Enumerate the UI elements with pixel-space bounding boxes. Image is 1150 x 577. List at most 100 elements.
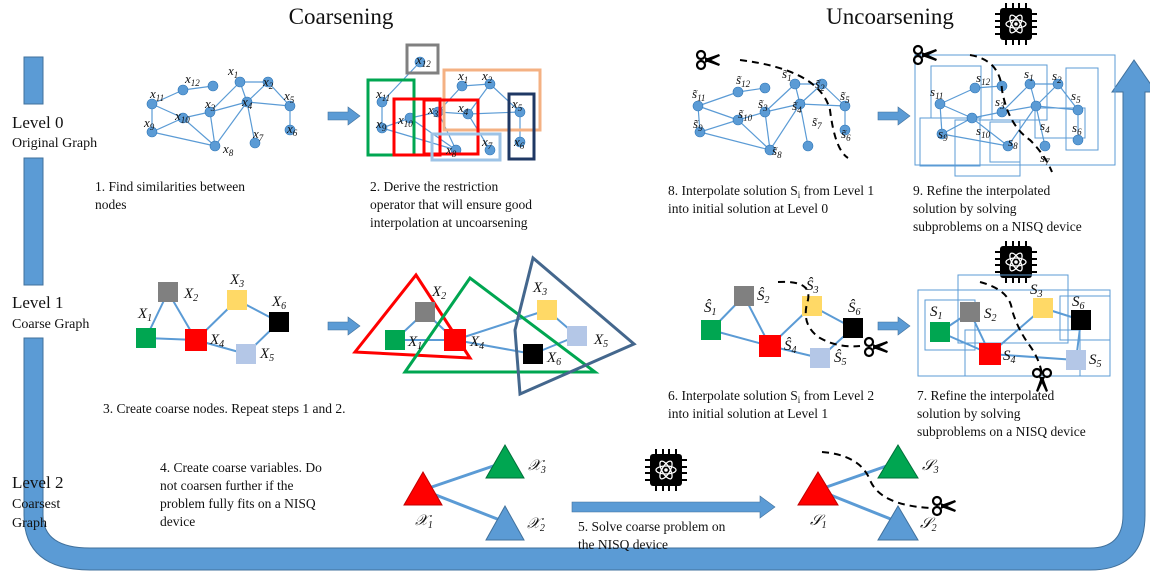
svg-text:2. Derive the restriction: 2. Derive the restriction bbox=[370, 179, 498, 194]
interpolated-graph-level1: Ŝ1 Ŝ2 Ŝ3 Ŝ4 Ŝ5 Ŝ6 bbox=[701, 277, 863, 368]
svg-text:𝒮3: 𝒮3 bbox=[922, 458, 939, 476]
svg-text:s̃5: s̃5 bbox=[840, 88, 850, 105]
svg-text:Ŝ6: Ŝ6 bbox=[848, 299, 861, 318]
svg-text:X2: X2 bbox=[183, 286, 198, 304]
svg-text:x10: x10 bbox=[174, 108, 190, 125]
svg-text:X1: X1 bbox=[137, 306, 152, 324]
svg-text:x2: x2 bbox=[481, 68, 493, 85]
svg-text:1. Find similarities between: 1. Find similarities between bbox=[95, 179, 245, 194]
flow-arrow bbox=[23, 56, 1150, 571]
coarse-restriction-graph: X2 X1 X4 X3 X5 X6 bbox=[352, 255, 637, 397]
svg-text:s5: s5 bbox=[1071, 88, 1081, 105]
svg-text:interpolation at uncoarsening: interpolation at uncoarsening bbox=[370, 215, 528, 230]
svg-text:s11: s11 bbox=[930, 84, 943, 101]
restriction-graph: x12 x11 x9 x10 x3 x1 x2 x4 x5 x6 x7 x8 bbox=[366, 43, 542, 162]
svg-text:𝒮2: 𝒮2 bbox=[920, 516, 937, 534]
scissors-icon bbox=[863, 336, 890, 358]
scissors-icon bbox=[931, 495, 958, 517]
svg-text:7. Refine the interpolated: 7. Refine the interpolated bbox=[917, 388, 1054, 403]
svg-text:x8: x8 bbox=[445, 142, 457, 159]
svg-text:Original Graph: Original Graph bbox=[12, 136, 97, 151]
svg-text:S4: S4 bbox=[1003, 348, 1016, 366]
caption-step-1: 1. Find similarities between nodes bbox=[95, 179, 245, 212]
svg-text:s̃12: s̃12 bbox=[736, 72, 751, 89]
svg-text:x7: x7 bbox=[252, 126, 264, 143]
svg-text:nodes: nodes bbox=[95, 197, 127, 212]
svg-text:Level 1: Level 1 bbox=[12, 293, 63, 312]
svg-text:𝒳2: 𝒳2 bbox=[527, 516, 545, 534]
svg-text:S5: S5 bbox=[1089, 352, 1102, 370]
svg-text:Ŝ4: Ŝ4 bbox=[784, 337, 797, 356]
interpolated-graph-level0: s̃11 s̃12 s̃1 s̃2 s̃3 s̃4 s̃5 s̃6 s̃7 s̃… bbox=[692, 59, 851, 160]
svg-text:4. Create coarse variables. Do: 4. Create coarse variables. Do bbox=[160, 460, 322, 475]
svg-text:S6: S6 bbox=[1072, 294, 1085, 312]
svg-text:s1: s1 bbox=[1024, 66, 1034, 83]
step-arrow bbox=[327, 106, 911, 336]
svg-text:s̃11: s̃11 bbox=[692, 86, 705, 103]
svg-text:Coarse Graph: Coarse Graph bbox=[12, 317, 89, 332]
svg-text:x5: x5 bbox=[283, 88, 295, 105]
svg-text:x9: x9 bbox=[143, 115, 155, 132]
svg-text:s̃10: s̃10 bbox=[738, 106, 753, 123]
svg-text:X6: X6 bbox=[271, 294, 286, 312]
svg-text:𝒳1: 𝒳1 bbox=[415, 513, 433, 531]
svg-text:s̃7: s̃7 bbox=[812, 114, 822, 131]
scissors-icon bbox=[695, 49, 722, 71]
svg-text:s7: s7 bbox=[1040, 150, 1050, 167]
svg-text:the NISQ device: the NISQ device bbox=[578, 537, 668, 552]
svg-text:Level 2: Level 2 bbox=[12, 473, 63, 492]
svg-text:X4: X4 bbox=[469, 334, 484, 352]
svg-text:9. Refine the interpolated: 9. Refine the interpolated bbox=[913, 183, 1050, 198]
caption-step-9: 9. Refine the interpolated solution by s… bbox=[913, 183, 1082, 234]
svg-text:x1: x1 bbox=[457, 68, 468, 85]
svg-text:s̃2: s̃2 bbox=[815, 76, 825, 93]
svg-text:x11: x11 bbox=[149, 86, 164, 103]
svg-text:Ŝ5: Ŝ5 bbox=[834, 349, 847, 368]
svg-text:x9: x9 bbox=[375, 116, 387, 133]
caption-step-3: 3. Create coarse nodes. Repeat steps 1 a… bbox=[103, 401, 346, 416]
svg-text:not coarsen further if the: not coarsen further if the bbox=[160, 478, 293, 493]
refined-graph-level1: S1 S2 S3 S4 S5 S6 bbox=[917, 274, 1111, 377]
svg-text:x6: x6 bbox=[513, 134, 525, 151]
svg-text:x3: x3 bbox=[204, 96, 216, 113]
svg-text:X5: X5 bbox=[593, 332, 608, 350]
svg-text:X3: X3 bbox=[229, 272, 244, 290]
svg-text:x12: x12 bbox=[184, 71, 200, 88]
caption-step-5: 5. Solve coarse problem on the NISQ devi… bbox=[578, 519, 726, 552]
coarsening-heading: Coarsening bbox=[289, 4, 394, 29]
uncoarsening-heading: Uncoarsening bbox=[826, 4, 954, 29]
svg-text:8. Interpolate solution Si fro: 8. Interpolate solution Si from Level 1 bbox=[668, 183, 874, 200]
svg-text:X3: X3 bbox=[532, 280, 547, 298]
svg-text:s6: s6 bbox=[1072, 120, 1082, 137]
svg-text:s2: s2 bbox=[1052, 68, 1062, 85]
quantum-chip-icon bbox=[994, 2, 1038, 46]
level-0-label: Level 0 Original Graph bbox=[12, 113, 97, 151]
svg-text:6. Interpolate solution Si fro: 6. Interpolate solution Si from Level 2 bbox=[668, 388, 874, 405]
coarsest-solution: 𝒮1 𝒮3 𝒮2 bbox=[797, 444, 939, 541]
svg-text:X6: X6 bbox=[546, 350, 561, 368]
svg-text:x11: x11 bbox=[375, 86, 390, 103]
svg-text:subproblems on a NISQ device: subproblems on a NISQ device bbox=[913, 219, 1082, 234]
refined-graph-level0: s11 s12 s1 s2 s3 s4 s5 s6 s7 s8 s9 s10 bbox=[914, 54, 1116, 177]
caption-step-4: 4. Create coarse variables. Do not coars… bbox=[160, 460, 322, 529]
svg-text:solution by solving: solution by solving bbox=[917, 406, 1021, 421]
caption-step-7: 7. Refine the interpolated solution by s… bbox=[917, 388, 1086, 439]
level-2-label: Level 2 Coarsest Graph bbox=[12, 473, 63, 531]
quantum-chip-icon bbox=[994, 240, 1038, 284]
svg-text:s̃4: s̃4 bbox=[792, 98, 802, 115]
svg-text:S3: S3 bbox=[1030, 282, 1043, 300]
svg-text:X2: X2 bbox=[431, 284, 446, 302]
caption-step-8: 8. Interpolate solution Si from Level 1 … bbox=[668, 183, 874, 216]
svg-text:X4: X4 bbox=[209, 332, 224, 350]
svg-text:s8: s8 bbox=[1008, 134, 1018, 151]
svg-text:x8: x8 bbox=[222, 141, 234, 158]
svg-text:s̃6: s̃6 bbox=[841, 126, 851, 143]
svg-text:X5: X5 bbox=[259, 346, 274, 364]
svg-text:x6: x6 bbox=[286, 121, 298, 138]
svg-text:into initial solution at Level: into initial solution at Level 1 bbox=[668, 406, 828, 421]
solve-arrow bbox=[571, 495, 776, 519]
svg-text:Coarsest: Coarsest bbox=[12, 497, 60, 512]
svg-text:x5: x5 bbox=[511, 96, 523, 113]
svg-text:subproblems on a NISQ device: subproblems on a NISQ device bbox=[917, 424, 1086, 439]
